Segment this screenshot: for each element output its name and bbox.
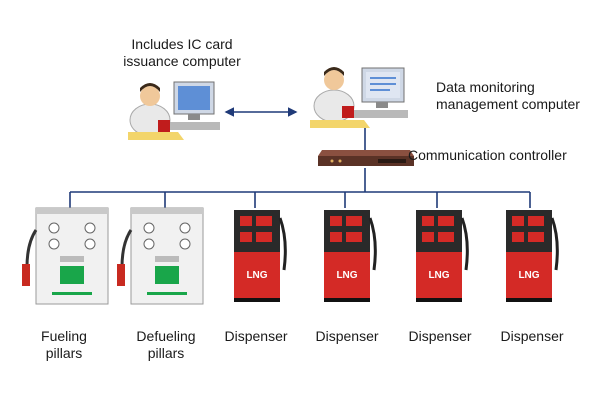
- monitor-computer-label: Data monitoring management computer: [436, 79, 580, 113]
- device-label-line2: pillars: [147, 345, 185, 361]
- defueling-pillar-icon: [117, 207, 204, 305]
- ic-computer-icon: [128, 81, 220, 140]
- lng-badge: LNG: [518, 270, 539, 281]
- ic-computer-label: Includes IC card issuance computer: [123, 36, 241, 70]
- monitor-computer-icon: [310, 67, 408, 128]
- ic-computer-label-line1: Includes IC card: [131, 36, 233, 52]
- device-label-fueling: Fueling pillars: [41, 328, 87, 362]
- device-label-dispenser: Dispenser: [224, 328, 288, 344]
- device-label-line1: Defueling: [136, 328, 196, 344]
- lng-badge: LNG: [336, 270, 357, 281]
- monitor-computer-label-line1: Data monitoring: [436, 79, 535, 95]
- device-label-line1: Fueling: [41, 328, 87, 344]
- fueling-pillar-icon: [22, 207, 109, 305]
- ic-computer-label-line2: issuance computer: [123, 53, 241, 69]
- lng-badge: LNG: [428, 270, 449, 281]
- controller-label: Communication controller: [408, 147, 567, 163]
- monitor-computer-label-line2: management computer: [436, 96, 580, 112]
- device-label-line2: pillars: [45, 345, 83, 361]
- device-label-defueling: Defueling pillars: [136, 328, 195, 362]
- device-label-dispenser: Dispenser: [315, 328, 379, 344]
- lng-dispenser-icon: LNG: [234, 210, 287, 302]
- connection-lines: [69, 107, 531, 208]
- device-label-dispenser: Dispenser: [500, 328, 564, 344]
- lng-dispenser-icon: LNG: [324, 210, 377, 302]
- lng-dispenser-icon: LNG: [506, 210, 559, 302]
- lng-dispenser-icon: LNG: [416, 210, 469, 302]
- lng-badge: LNG: [246, 270, 267, 281]
- device-label-dispenser: Dispenser: [408, 328, 472, 344]
- controller-device-icon: [318, 150, 414, 166]
